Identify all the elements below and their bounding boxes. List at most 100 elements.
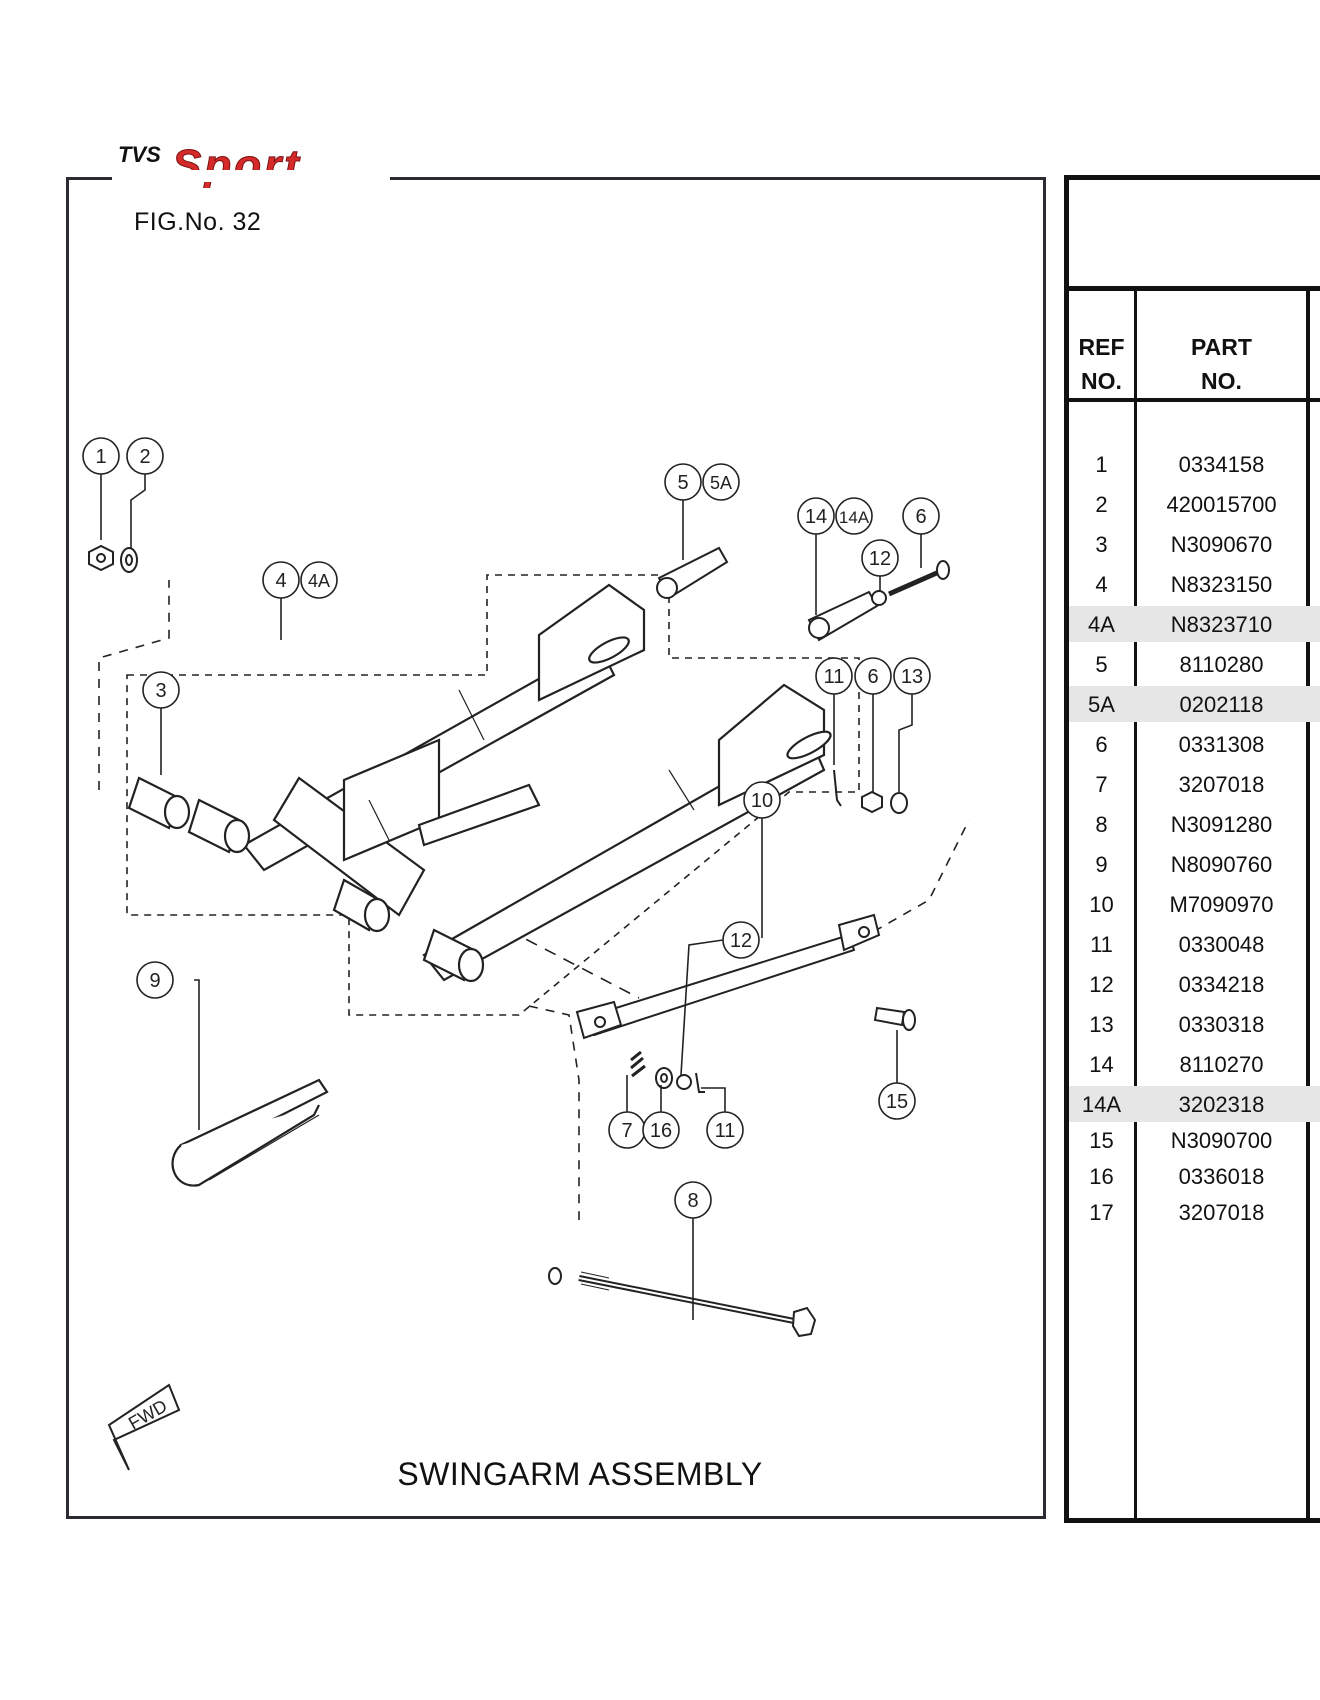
part-no-cell: M7090970 — [1169, 892, 1274, 917]
table-row: 12 0334218 — [1069, 966, 1306, 1002]
svg-text:5A: 5A — [710, 473, 732, 493]
fwd-arrow-icon: FWD — [107, 1383, 181, 1471]
svg-text:13: 13 — [901, 666, 923, 688]
figure-number: FIG.No. 32 — [134, 208, 262, 236]
ref-no-cell: 13 — [1089, 1012, 1114, 1037]
cotter-pin-11-lower — [695, 1072, 705, 1093]
table-row: 11 0330048 — [1069, 926, 1306, 962]
part-no-cell: N8323150 — [1170, 572, 1273, 597]
table-row: 5 8110280 — [1069, 646, 1306, 682]
svg-text:4: 4 — [275, 570, 286, 592]
table-row: 14 8110270 — [1069, 1046, 1306, 1082]
table-row: 10 M7090970 — [1069, 886, 1306, 922]
ref-no-cell: 12 — [1089, 972, 1114, 997]
ref-no-cell: 10 — [1089, 892, 1114, 917]
ref-no-cell: 14 — [1089, 1052, 1114, 1077]
table-row: 17 3207018 — [1069, 1194, 1306, 1230]
callout-2: 2 — [126, 437, 164, 475]
part-no-cell: 8110270 — [1179, 1052, 1264, 1077]
part-no-cell: N8090760 — [1170, 852, 1273, 877]
part-no-cell: 0334218 — [1178, 972, 1265, 997]
part-no-cell: 0331308 — [1178, 732, 1265, 757]
svg-text:10: 10 — [751, 790, 773, 812]
svg-text:3: 3 — [155, 680, 166, 702]
part-no-cell: 0202118 — [1179, 692, 1264, 717]
ref-no-cell: 17 — [1089, 1200, 1114, 1225]
ref-no-cell: 5 — [1095, 652, 1108, 677]
callout-4: 4 — [262, 561, 300, 599]
chain-guard-9 — [171, 1078, 329, 1187]
nut-12-lower — [676, 1074, 692, 1090]
svg-text:4A: 4A — [308, 571, 330, 591]
table-header-top-rule — [1064, 286, 1320, 291]
assembly-4-boundary — [126, 574, 860, 1016]
svg-text:8: 8 — [687, 1190, 698, 1212]
column-header-ref-line1: REF — [1078, 334, 1125, 360]
svg-text:11: 11 — [715, 1120, 736, 1142]
svg-text:14: 14 — [805, 506, 827, 528]
callout-12-top: 12 — [861, 539, 899, 577]
ref-no-cell: 5A — [1088, 692, 1115, 717]
callout-15: 15 — [878, 1082, 916, 1120]
swingarm-exploded-diagram: FWD 1 2 4 4A 3 5 5A 14 14A 6 12 11 — [82, 437, 970, 1471]
callout-14a: 14A — [835, 497, 873, 535]
callout-14: 14 — [797, 497, 835, 535]
column-header-part-line1: PART — [1191, 334, 1252, 360]
callout-13: 13 — [893, 657, 931, 695]
callout-16: 16 — [642, 1111, 680, 1149]
callout-11-top: 11 — [815, 657, 853, 695]
pivot-axle-8 — [548, 1267, 817, 1338]
torque-link-10 — [575, 913, 881, 1040]
callout-bubbles: 1 2 4 4A 3 5 5A 14 14A 6 12 11 6 13 10 1… — [82, 437, 940, 1219]
ref-no-cell: 14A — [1081, 1092, 1122, 1117]
part-no-cell: 3207018 — [1178, 1200, 1265, 1225]
logo-frame-gap — [112, 170, 390, 182]
part-no-cell: 0334158 — [1178, 452, 1265, 477]
callout-12-bottom: 12 — [722, 921, 760, 959]
svg-text:6: 6 — [867, 666, 878, 688]
swingarm-body — [242, 583, 832, 982]
callout-10: 10 — [743, 781, 781, 819]
table-row: 1 0334158 — [1069, 446, 1306, 482]
column-header-part-no: PART NO. — [1137, 330, 1306, 398]
ref-no-cell: 16 — [1089, 1164, 1114, 1189]
adjuster-bolt-6 — [887, 560, 950, 599]
part-no-cell: 8110280 — [1179, 652, 1264, 677]
svg-text:14A: 14A — [839, 508, 870, 527]
ref-no-cell: 1 — [1095, 452, 1108, 477]
callout-6-top: 6 — [902, 497, 940, 535]
bush-left — [127, 776, 485, 983]
nut-6-lower — [861, 790, 883, 814]
nut-12-upper — [871, 590, 887, 606]
column-header-part-line2: NO. — [1201, 368, 1242, 394]
svg-text:15: 15 — [886, 1091, 908, 1113]
ref-no-cell: 11 — [1090, 932, 1113, 957]
nut-1 — [88, 544, 114, 572]
figure-title: SWINGARM ASSEMBLY — [397, 1456, 763, 1492]
svg-text:6: 6 — [915, 506, 926, 528]
cotter-pin-11 — [833, 769, 842, 807]
column-header-ref-line2: NO. — [1081, 368, 1122, 394]
callout-4a: 4A — [300, 561, 338, 599]
pin-15 — [873, 1006, 916, 1031]
part-no-cell: 3207018 — [1178, 772, 1265, 797]
ref-no-cell: 15 — [1089, 1128, 1114, 1153]
part-no-cell: 0330048 — [1178, 932, 1265, 957]
column-header-ref-no: REF NO. — [1069, 330, 1134, 398]
svg-text:5: 5 — [677, 472, 688, 494]
svg-text:7: 7 — [621, 1120, 632, 1142]
part-no-cell: N3091280 — [1170, 812, 1273, 837]
logo-tvs-text: TVS — [118, 142, 161, 167]
svg-text:1: 1 — [95, 446, 106, 468]
